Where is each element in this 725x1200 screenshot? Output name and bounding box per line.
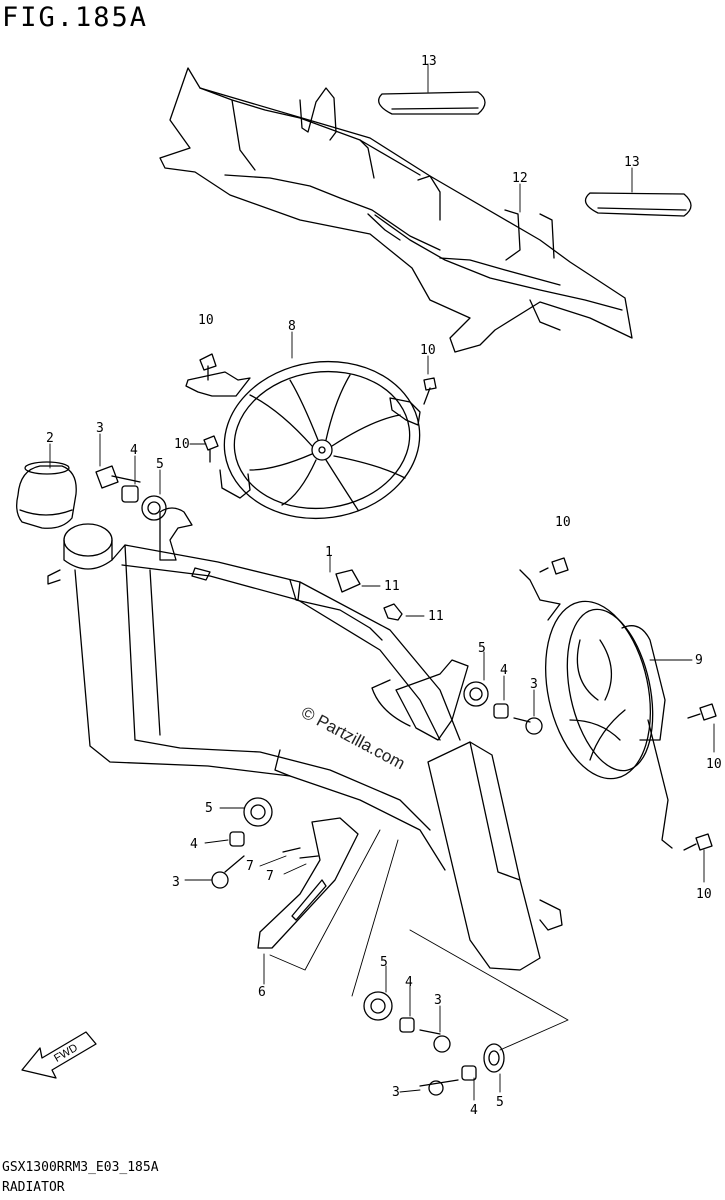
part-6-bracket[interactable] <box>257 817 359 949</box>
callout-labels: 13 13 12 10 8 10 2 3 4 5 10 10 1 11 11 5… <box>46 54 722 1008</box>
callout: 4 <box>500 663 508 678</box>
callout: 7 <box>266 869 274 884</box>
callout: 5 <box>205 801 213 816</box>
callout: 13 <box>421 54 437 69</box>
mount-hardware-set[interactable] <box>95 353 717 1096</box>
callout: 10 <box>174 437 190 452</box>
part-8-cooling-fan-upper[interactable] <box>185 349 430 531</box>
part-13-pad-upper[interactable] <box>378 91 486 115</box>
callout: 2 <box>46 431 54 446</box>
callout: 11 <box>384 579 400 594</box>
callout: 5 <box>496 1095 504 1110</box>
callout: 3 <box>392 1085 400 1100</box>
callout: 8 <box>288 319 296 334</box>
part-12-air-guide[interactable] <box>159 67 633 353</box>
callout: 10 <box>706 757 722 772</box>
callout: 11 <box>428 609 444 624</box>
callout: 1 <box>325 545 333 560</box>
part-2-radiator-cap[interactable] <box>16 461 77 529</box>
part-13-pad-lower[interactable] <box>584 192 692 217</box>
callout: 3 <box>434 993 442 1008</box>
callout: 13 <box>624 155 640 170</box>
watermark: © Partzilla.com <box>298 703 408 774</box>
callout: 3 <box>172 875 180 890</box>
callout: 9 <box>695 653 703 668</box>
callout: 7 <box>246 859 254 874</box>
callout: 5 <box>380 955 388 970</box>
callout: 5 <box>156 457 164 472</box>
part-11-clip[interactable] <box>383 603 403 621</box>
callout: 10 <box>555 515 571 530</box>
callout: 4 <box>190 837 198 852</box>
part-1-clip[interactable] <box>335 569 361 593</box>
callout: 4 <box>470 1103 478 1118</box>
part-9-cooling-fan-lower[interactable] <box>519 569 673 849</box>
figure-caption: RADIATOR <box>2 1180 65 1195</box>
radiator-side-tank[interactable] <box>371 659 563 971</box>
radiator-core[interactable] <box>47 507 461 871</box>
callout: 4 <box>405 975 413 990</box>
callout: 3 <box>530 677 538 692</box>
callout: 4 <box>130 443 138 458</box>
callout: 5 <box>478 641 486 656</box>
figure-title: FIG.185A <box>2 2 149 33</box>
callout: 3 <box>96 421 104 436</box>
callout: 10 <box>420 343 436 358</box>
callout: 10 <box>198 313 214 328</box>
callout: 10 <box>696 887 712 902</box>
leader-lines <box>49 63 715 1101</box>
fwd-arrow: FWD <box>21 1031 97 1079</box>
drawing-code: GSX1300RRM3_E03_185A <box>2 1160 159 1175</box>
callout: 12 <box>512 171 528 186</box>
callout: 6 <box>258 985 266 1000</box>
